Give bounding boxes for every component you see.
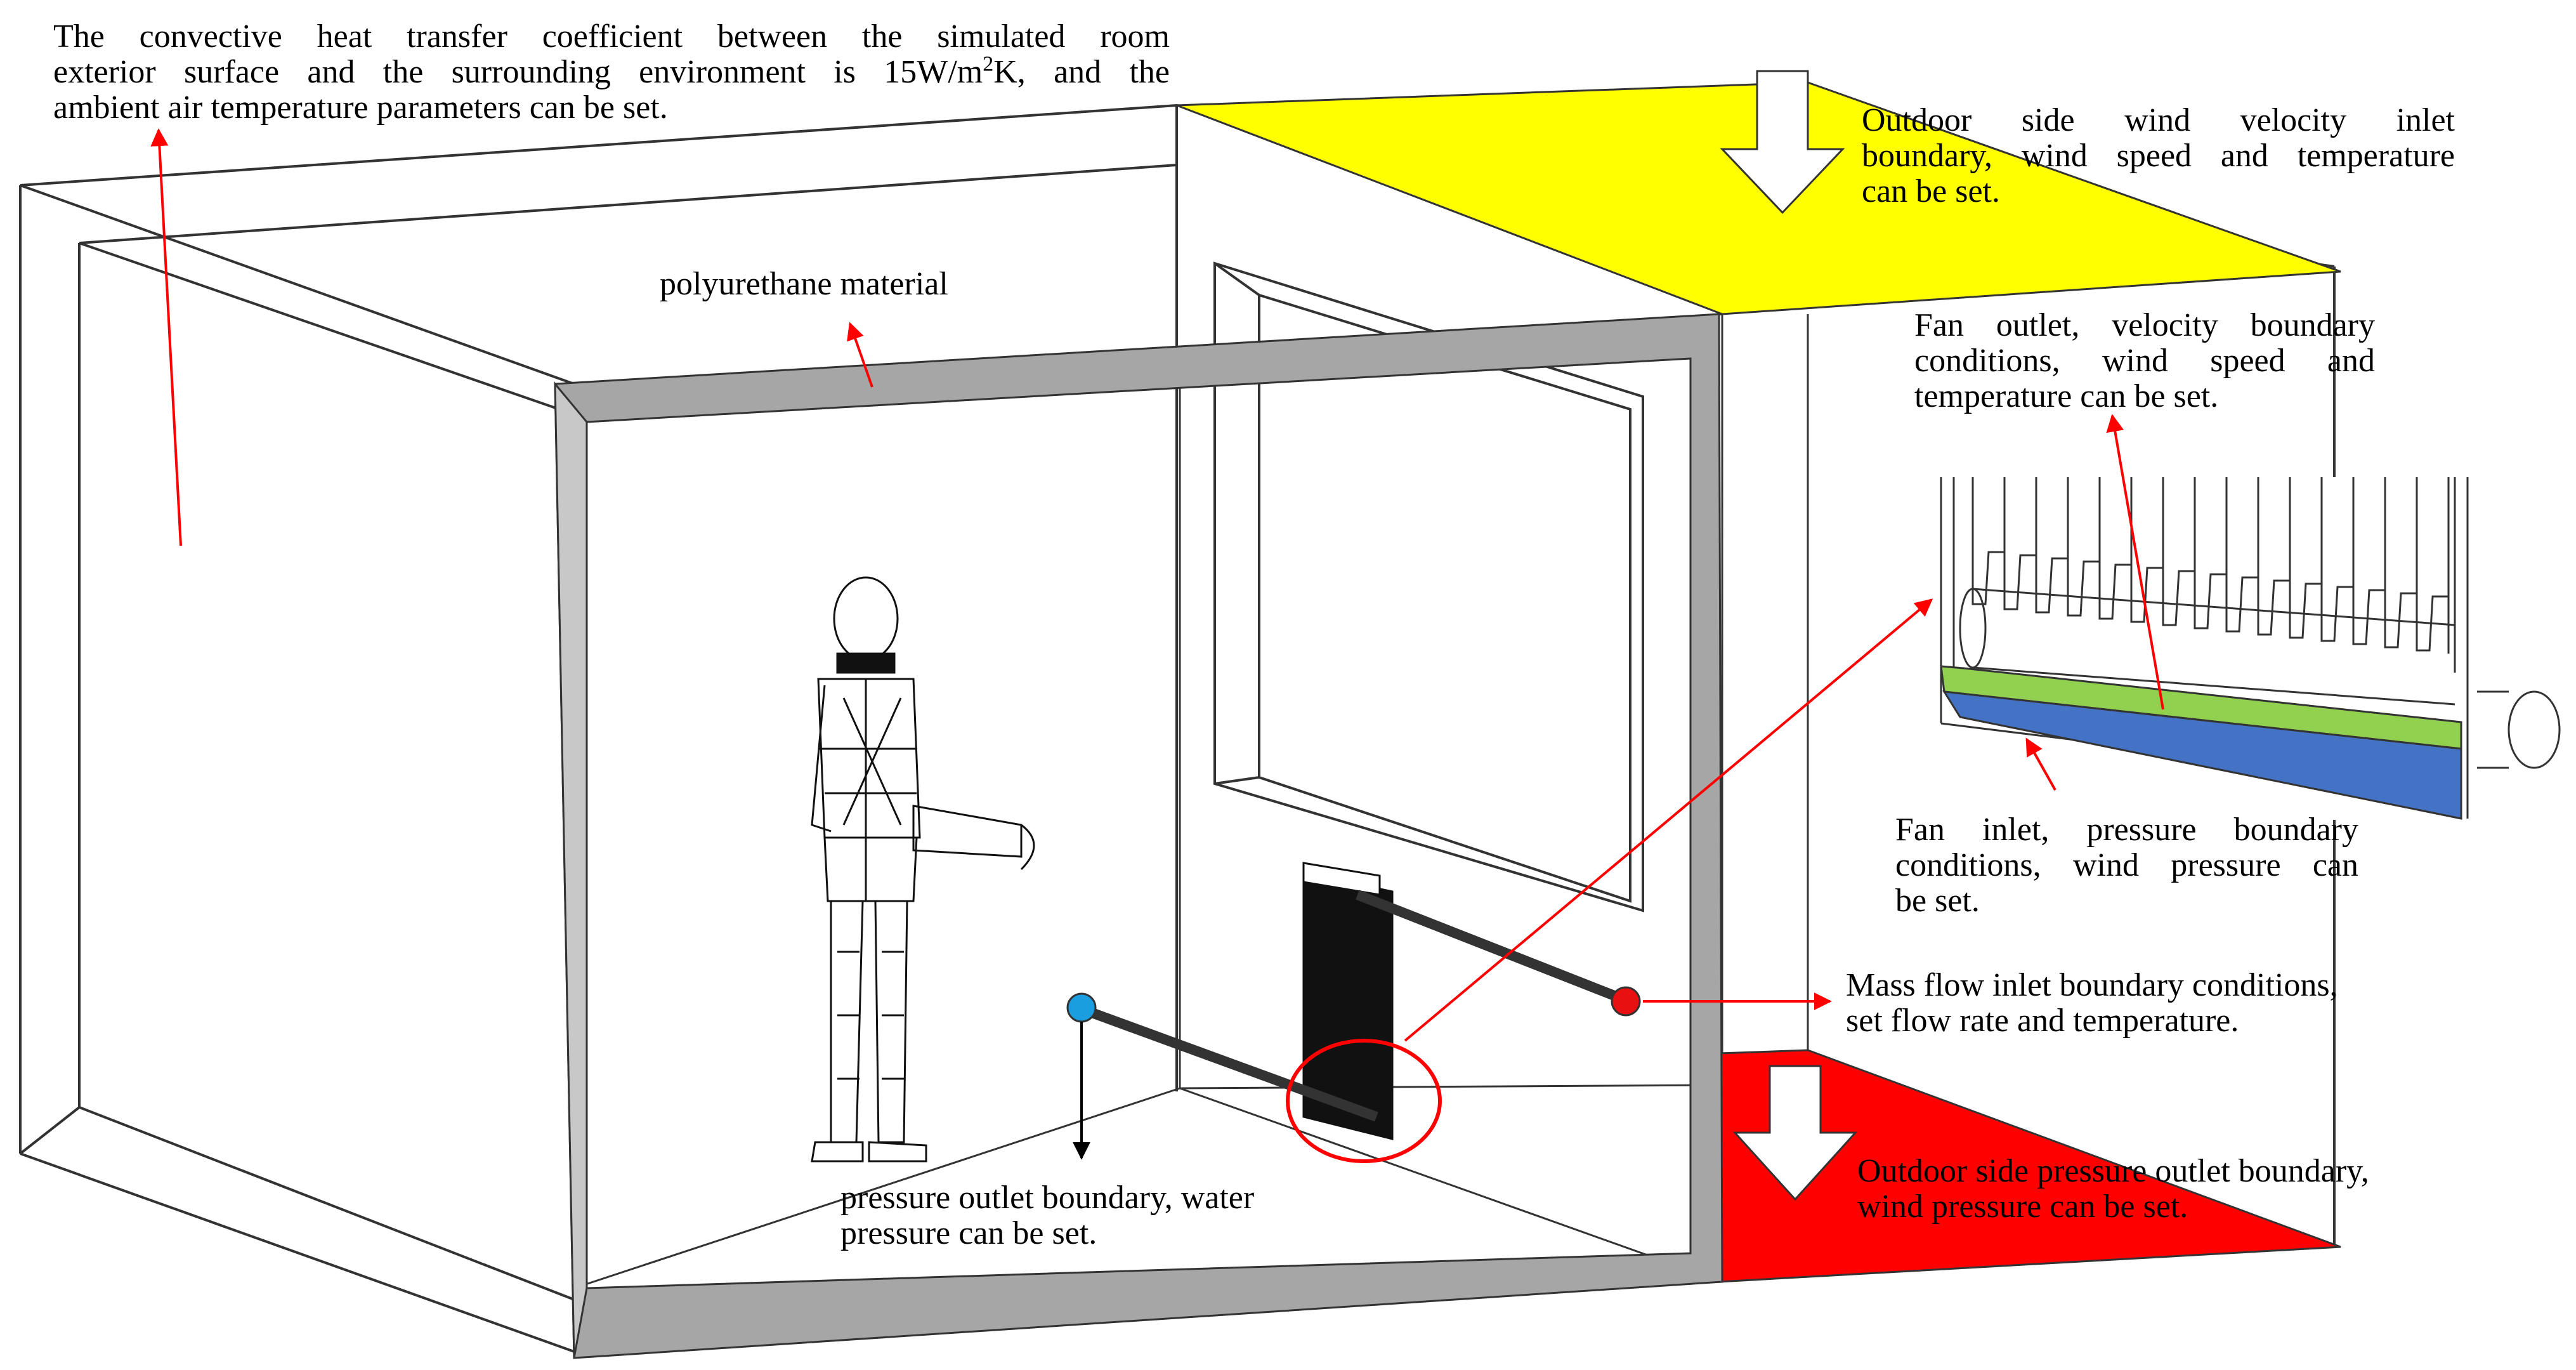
outdoor-velocity-inlet-surface: [1176, 81, 2341, 315]
outdoor-outlet-line-2: wind pressure can be set.: [1857, 1189, 2188, 1225]
heat-exchanger-callout-ellipse: [1286, 1039, 1442, 1163]
callout-to-inset-arrow: [1404, 598, 1933, 1042]
fan-inlet-surface: [1942, 690, 2462, 820]
outdoor-inlet-label: Outdoor side wind velocity inlet boundar…: [1862, 103, 2455, 209]
convective-line-2: exterior surface and the surrounding env…: [53, 52, 1170, 90]
pressure-outlet-line-1: pressure outlet boundary, water: [840, 1180, 1255, 1216]
mass-flow-label: Mass flow inlet boundary conditions, set…: [1846, 968, 2455, 1039]
mass-flow-line-2: set flow rate and temperature.: [1846, 1003, 2239, 1039]
fan-outlet-line-2: conditions, wind speed and: [1914, 343, 2375, 379]
fan-inlet-arrow: [2025, 737, 2056, 791]
polyurethane-arrow: [847, 322, 873, 388]
fan-inlet-line-1: Fan inlet, pressure boundary: [1895, 812, 2358, 848]
outdoor-outlet-label: Outdoor side pressure outlet boundary, w…: [1857, 1154, 2492, 1225]
outdoor-inlet-line-2: boundary, wind speed and temperature: [1862, 138, 2455, 174]
mass-flow-line-1: Mass flow inlet boundary conditions,: [1846, 967, 2338, 1003]
outdoor-inlet-line-1: Outdoor side wind velocity inlet: [1862, 102, 2455, 138]
outdoor-inlet-down-arrow-icon: [1720, 70, 1845, 214]
fan-outlet-surface: [1940, 665, 2462, 750]
outdoor-outlet-line-1: Outdoor side pressure outlet boundary,: [1857, 1153, 2369, 1189]
polyurethane-label: polyurethane material: [660, 266, 948, 302]
fan-inlet-line-3: be set.: [1895, 883, 1980, 919]
fan-outlet-line-3: temperature can be set.: [1914, 378, 2219, 414]
water-inlet-dot: [1611, 986, 1641, 1017]
pressure-outlet-line-2: pressure can be set.: [840, 1215, 1097, 1251]
outdoor-unit-box: [1721, 314, 1809, 1085]
red-callout-arrows: [150, 128, 2164, 1042]
convective-line-3: ambient air temperature parameters can b…: [53, 89, 668, 126]
fan-inlet-line-2: conditions, wind pressure can: [1895, 847, 2358, 883]
convective-label: The convective heat transfer coefficient…: [53, 19, 1170, 126]
fan-detail-inset: [1935, 477, 2561, 820]
outdoor-outlet-down-arrow-icon: [1732, 1065, 1858, 1201]
outdoor-inlet-line-3: can be set.: [1862, 173, 2001, 209]
water-outlet-dot: [1066, 992, 1097, 1023]
superscript-2: 2: [983, 52, 994, 76]
heat-exchanger: [1302, 862, 1394, 1140]
fan-outlet-label: Fan outlet, velocity boundary conditions…: [1914, 308, 2375, 414]
human-figure: [811, 576, 1035, 1163]
fan-inlet-label: Fan inlet, pressure boundary conditions,…: [1895, 812, 2358, 919]
convective-arrow: [150, 128, 182, 546]
pressure-outlet-label: pressure outlet boundary, water pressure…: [840, 1180, 1348, 1251]
convective-line-1: The convective heat transfer coefficient…: [53, 18, 1170, 55]
room-interior-lines: [573, 313, 1723, 1289]
fan-outlet-arrow: [2106, 414, 2164, 710]
water-pipes: [1080, 890, 1626, 1122]
fan-outlet-line-1: Fan outlet, velocity boundary: [1914, 307, 2375, 343]
